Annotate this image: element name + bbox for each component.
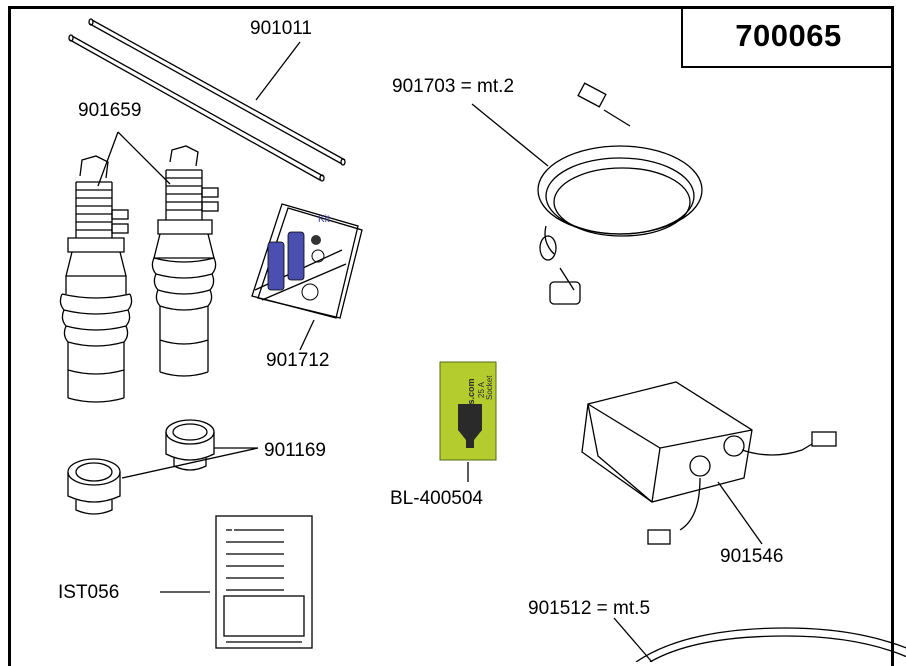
cable-mt2-label: 901703 = mt.2: [392, 76, 515, 97]
kit-leader: [299, 319, 315, 351]
bellows-right-illustration: [151, 145, 219, 377]
caps-leader: [121, 447, 259, 479]
manual-illustration: [215, 515, 313, 649]
title-text: 700065: [735, 18, 842, 53]
caps-illustration: [67, 419, 215, 515]
kit-label: 901712: [266, 350, 330, 371]
cable-mt5-illustration: [635, 627, 906, 662]
rods-label: 901011: [250, 18, 312, 39]
control-box-leader: [717, 481, 763, 545]
cable-mt5-leader: [613, 617, 653, 662]
bellows-label: 901659: [78, 100, 142, 121]
caps-label: 901169: [264, 440, 326, 461]
bellows-leader: [97, 131, 171, 187]
socket-label: BL-400504: [390, 488, 483, 509]
rods-illustration: [68, 18, 346, 182]
kit-header-text: Kit: [318, 214, 330, 225]
socket-brand-text: farm-parts.com: [466, 378, 476, 444]
cable-mt2-illustration: [537, 82, 703, 305]
control-box-illustration: [581, 381, 837, 545]
cable-mt5-label: 901512 = mt.5: [528, 598, 651, 619]
rods-leader: [255, 41, 301, 101]
control-box-label: 901546: [720, 546, 784, 567]
socket-rating-text: 25 A: [477, 381, 486, 398]
cable-mt2-leader: [471, 103, 549, 167]
part-number-title: 700065: [681, 6, 894, 68]
kit-cylinders: [267, 231, 325, 301]
bellows-left-illustration: [59, 155, 133, 403]
manual-label: IST056: [58, 582, 120, 603]
socket-text: Socket: [485, 375, 494, 400]
socket-pack-illustration: [439, 361, 497, 461]
diagram-frame: [8, 6, 894, 666]
